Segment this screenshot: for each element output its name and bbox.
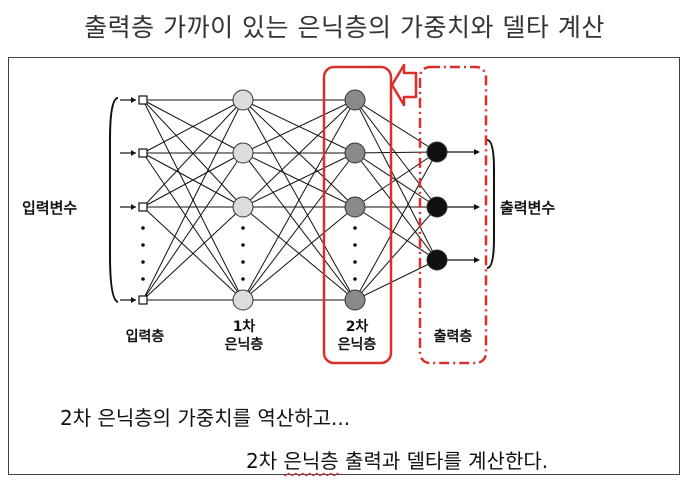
- input-arrowhead: [131, 150, 136, 156]
- hidden1-line2: 은닉층: [224, 337, 264, 353]
- connection-line: [354, 151, 438, 301]
- connection-line: [142, 99, 244, 301]
- ellipsis-dot: [241, 243, 245, 247]
- output-arrowhead: [474, 257, 480, 263]
- ellipsis-dot: [241, 277, 245, 281]
- ellipsis-dot: [141, 226, 145, 230]
- output-brace: [486, 139, 495, 269]
- input-arrowhead: [131, 297, 136, 303]
- connection-line: [242, 99, 356, 301]
- connection-line: [142, 152, 244, 208]
- input-layer-text: 입력층: [125, 329, 165, 345]
- connection-line: [142, 152, 244, 301]
- ellipsis-dot: [353, 243, 357, 247]
- connection-line: [354, 99, 438, 153]
- ellipsis-dot: [241, 260, 245, 264]
- ellipsis-dot: [241, 226, 245, 230]
- backprop-arrow-icon: [390, 63, 418, 107]
- diagram-title: 출력층 가까이 있는 은닉층의 가중치와 델타 계산: [84, 13, 605, 42]
- output-arrowhead: [474, 204, 480, 210]
- input-arrowhead: [131, 204, 136, 210]
- hidden2-line1: 2차: [345, 319, 369, 335]
- ellipsis-dot: [353, 260, 357, 264]
- ellipsis-dot: [141, 260, 145, 264]
- hidden2-layer-label: 2차 은닉층: [325, 318, 389, 354]
- connection-line: [242, 206, 356, 301]
- connection-line: [354, 151, 438, 154]
- connection-line: [242, 152, 356, 208]
- caption-line-2-underlined: 은닉층: [283, 449, 339, 473]
- caption-line-2: 2차 은닉층 출력과 델타를 계산한다.: [246, 445, 548, 474]
- caption-line-2-suffix: 출력과 델타를 계산한다.: [338, 449, 549, 473]
- input-node: [138, 295, 148, 305]
- input-node: [138, 148, 148, 158]
- connection-line: [354, 206, 438, 261]
- input-variables-label: 입력변수: [22, 199, 78, 217]
- input-node: [138, 95, 148, 105]
- connection-line: [242, 152, 356, 301]
- output-node: [426, 249, 448, 271]
- input-layer-label: 입력층: [110, 328, 180, 346]
- hidden1-node: [232, 289, 254, 311]
- hidden2-highlight-box: [322, 65, 393, 365]
- caption-line-2-prefix: 2차: [246, 449, 284, 473]
- ellipsis-dot: [141, 277, 145, 281]
- output-arrowhead: [474, 149, 480, 155]
- ellipsis-dot: [353, 226, 357, 230]
- hidden1-node: [232, 196, 254, 218]
- connection-line: [354, 151, 438, 208]
- hidden1-node: [232, 89, 254, 111]
- connection-line: [354, 206, 438, 301]
- hidden1-layer-label: 1차 은닉층: [212, 318, 276, 354]
- ellipsis-dot: [353, 277, 357, 281]
- connection-line: [142, 99, 244, 208]
- output-variables-label: 출력변수: [500, 199, 556, 217]
- connection-line: [242, 99, 356, 208]
- output-highlight-box: [418, 65, 488, 365]
- hidden2-node: [344, 289, 366, 311]
- connection-line: [242, 99, 356, 154]
- caption-line-1: 2차 은닉층의 가중치를 역산하고...: [60, 406, 351, 430]
- hidden2-node: [344, 89, 366, 111]
- output-node: [426, 141, 448, 163]
- connection-line: [142, 99, 244, 154]
- hidden2-node: [344, 142, 366, 164]
- input-node: [138, 202, 148, 212]
- connection-line: [354, 99, 438, 208]
- connection-line: [142, 206, 244, 301]
- output-layer-label: 출력층: [420, 328, 486, 346]
- hidden1-node: [232, 142, 254, 164]
- connection-line: [354, 259, 438, 301]
- output-node: [426, 196, 448, 218]
- network-connections: [120, 97, 480, 303]
- ellipsis-dot: [141, 243, 145, 247]
- hidden2-line2: 은닉층: [337, 337, 377, 353]
- input-brace: [109, 97, 119, 303]
- hidden2-node: [344, 196, 366, 218]
- diagram-frame: [8, 57, 680, 475]
- hidden1-line1: 1차: [232, 319, 256, 335]
- input-arrowhead: [131, 97, 136, 103]
- output-layer-text: 출력층: [433, 329, 473, 345]
- network-nodes: [138, 89, 448, 311]
